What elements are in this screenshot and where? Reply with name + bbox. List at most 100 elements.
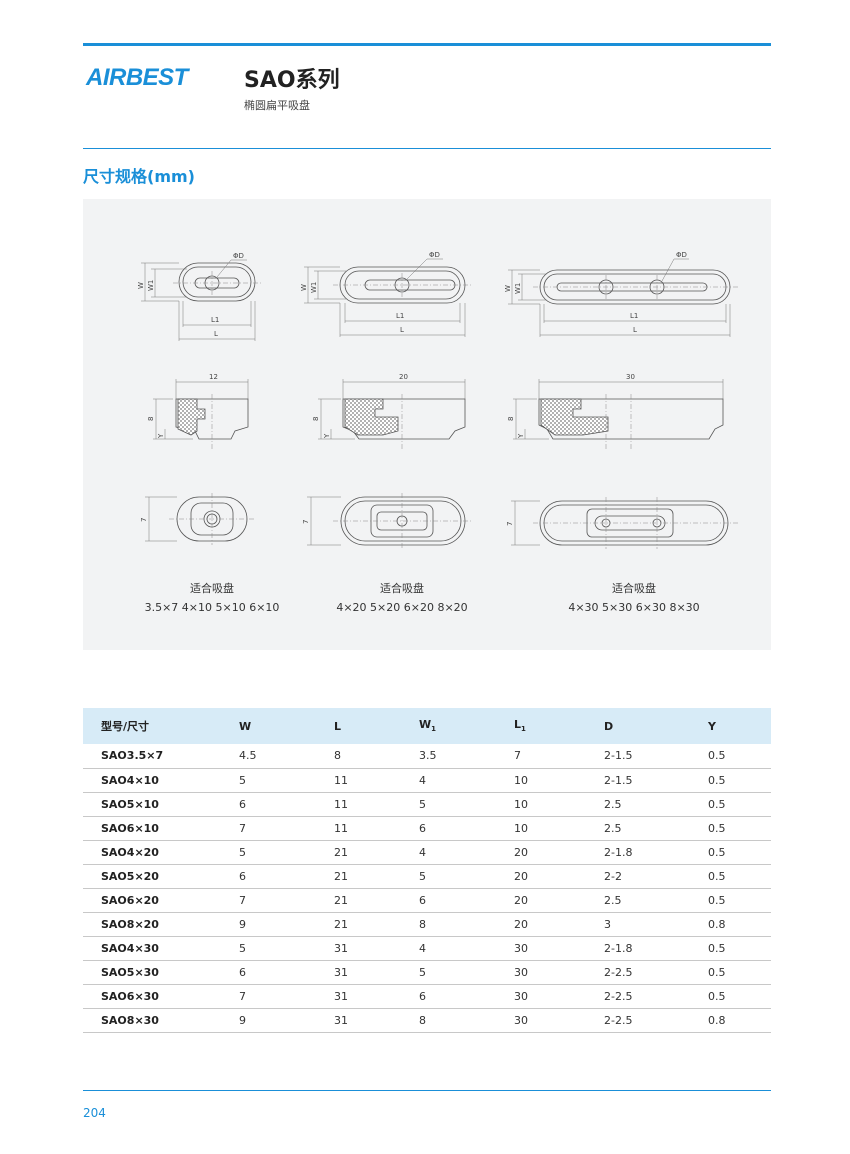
- column-header-label: L: [514, 718, 522, 732]
- table-cell: 21: [316, 912, 401, 937]
- table-cell: 0.5: [690, 864, 771, 889]
- table-cell: 5: [401, 792, 496, 817]
- svg-text:W: W: [137, 282, 145, 289]
- table-cell: 0.5: [690, 984, 771, 1009]
- table-cell: 21: [316, 840, 401, 865]
- svg-text:7: 7: [302, 520, 310, 524]
- table-cell: 10: [496, 768, 586, 793]
- brand-logo: AIRBEST: [86, 64, 188, 91]
- length-label-30: 30: [626, 373, 635, 381]
- bottom-view-large: 7: [506, 497, 738, 549]
- table-cell: 10: [496, 816, 586, 841]
- table-cell: 6: [221, 864, 316, 889]
- fit-title-small: 适合吸盘: [190, 582, 234, 595]
- table-cell: 31: [316, 936, 401, 961]
- section-title: 尺寸规格(mm): [83, 167, 195, 186]
- column-header-subscript: 1: [431, 725, 437, 734]
- table-cell: 2.5: [586, 792, 690, 817]
- table-cell: 6: [401, 816, 496, 841]
- table-cell: 0.5: [690, 744, 771, 769]
- model-cell: SAO5×10: [83, 792, 221, 817]
- table-cell: 4: [401, 936, 496, 961]
- column-header: Y: [690, 708, 771, 744]
- top-view-medium: ΦD W W1 L1 L: [300, 251, 473, 337]
- model-cell: SAO4×30: [83, 936, 221, 961]
- table-cell: 31: [316, 984, 401, 1009]
- model-cell: SAO6×10: [83, 816, 221, 841]
- table-cell: 7: [496, 744, 586, 769]
- section-rule: [83, 148, 771, 149]
- table-cell: 31: [316, 1008, 401, 1033]
- svg-text:L1: L1: [396, 312, 404, 320]
- svg-text:Y: Y: [323, 433, 331, 439]
- phi-d-label: ΦD: [233, 252, 244, 260]
- table-cell: 2-2.5: [586, 960, 690, 985]
- technical-drawings: ΦD W W1 L1 L ΦD W W1 L1 L: [137, 251, 738, 549]
- fit-sizes-large: 4×30 5×30 6×30 8×30: [568, 601, 700, 614]
- footer-rule: [83, 1090, 771, 1091]
- column-header: 型号/尺寸: [83, 708, 221, 744]
- table-cell: 0.5: [690, 816, 771, 841]
- table-cell: 2.5: [586, 816, 690, 841]
- svg-text:W1: W1: [514, 283, 522, 294]
- table-cell: 0.8: [690, 1008, 771, 1033]
- table-cell: 2-2.5: [586, 984, 690, 1009]
- table-cell: 5: [401, 960, 496, 985]
- svg-text:8: 8: [312, 417, 320, 421]
- svg-text:L1: L1: [211, 316, 219, 324]
- table-cell: 2-1.8: [586, 840, 690, 865]
- table-cell: 8: [316, 744, 401, 769]
- fit-sizes-medium: 4×20 5×20 6×20 8×20: [336, 601, 468, 614]
- column-header: D: [586, 708, 690, 744]
- table-cell: 4: [401, 840, 496, 865]
- series-subtitle: 椭圆扁平吸盘: [244, 99, 310, 112]
- table-cell: 5: [221, 840, 316, 865]
- model-cell: SAO6×30: [83, 984, 221, 1009]
- svg-text:7: 7: [140, 518, 148, 522]
- fit-sizes-small: 3.5×7 4×10 5×10 6×10: [144, 601, 280, 614]
- svg-text:W: W: [504, 285, 512, 292]
- table-cell: 3.5: [401, 744, 496, 769]
- table-cell: 0.5: [690, 840, 771, 865]
- table-cell: 8: [401, 1008, 496, 1033]
- svg-text:L: L: [214, 330, 218, 338]
- table-cell: 5: [221, 936, 316, 961]
- svg-text:8: 8: [507, 417, 515, 421]
- table-cell: 9: [221, 1008, 316, 1033]
- top-view-small: ΦD W W1 L1 L: [137, 252, 261, 341]
- svg-text:L1: L1: [630, 312, 638, 320]
- svg-text:8: 8: [147, 417, 155, 421]
- table-cell: 30: [496, 936, 586, 961]
- bottom-view-medium: 7: [302, 493, 473, 549]
- table-cell: 11: [316, 792, 401, 817]
- bottom-view-small: 7: [140, 493, 255, 545]
- column-header: W1: [401, 708, 496, 744]
- table-cell: 0.5: [690, 768, 771, 793]
- table-cell: 5: [401, 864, 496, 889]
- table-cell: 4: [401, 768, 496, 793]
- svg-text:L: L: [400, 326, 404, 334]
- table-cell: 30: [496, 984, 586, 1009]
- column-header: W: [221, 708, 316, 744]
- table-cell: 6: [221, 792, 316, 817]
- svg-text:7: 7: [506, 522, 514, 526]
- model-cell: SAO8×30: [83, 1008, 221, 1033]
- table-cell: 0.5: [690, 960, 771, 985]
- column-header-label: L: [334, 719, 342, 733]
- table-cell: 20: [496, 864, 586, 889]
- model-cell: SAO8×20: [83, 912, 221, 937]
- table-cell: 6: [401, 984, 496, 1009]
- side-view-small: 12 8 Y: [147, 373, 249, 449]
- page-number: 204: [83, 1106, 106, 1120]
- side-view-medium: 20 8 Y: [312, 373, 466, 449]
